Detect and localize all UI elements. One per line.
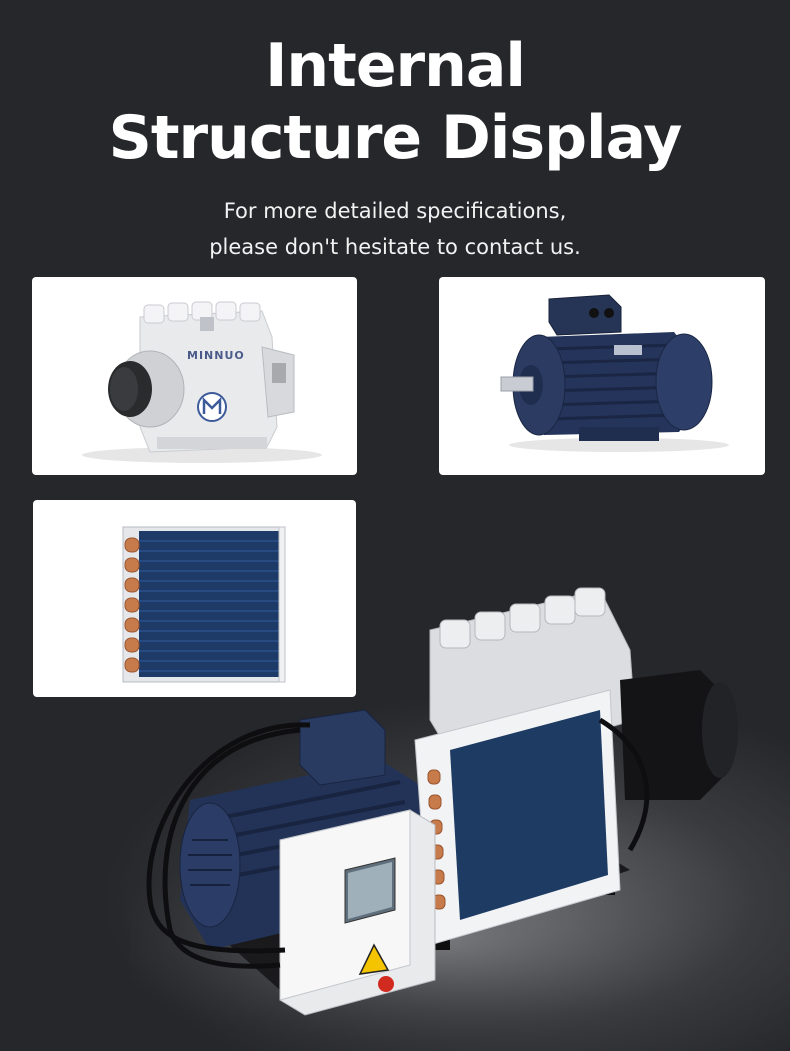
subtitle-line-1: For more detailed specifications, [223, 199, 567, 223]
assembled-unit-illustration [100, 570, 790, 1050]
assembled-vacuum-pump-unit-icon [100, 587, 760, 1050]
title-line-2: Structure Display [108, 103, 683, 173]
heat-exchanger-icon [122, 526, 286, 683]
brand-label: MINNUO [187, 349, 245, 362]
subtitle-line-2: please don't hesitate to contact us. [209, 235, 581, 259]
page-subtitle: For more detailed specifications, please… [0, 193, 790, 265]
electric-motor-card [439, 277, 765, 475]
vacuum-pump-card: MINNUO [32, 277, 357, 475]
vacuum-pump-icon: MINNUO [82, 301, 322, 463]
title-line-1: Internal [265, 31, 526, 101]
electric-motor-icon [500, 294, 729, 452]
heat-exchanger-card [33, 500, 356, 697]
page-title: Internal Structure Display [0, 30, 790, 174]
